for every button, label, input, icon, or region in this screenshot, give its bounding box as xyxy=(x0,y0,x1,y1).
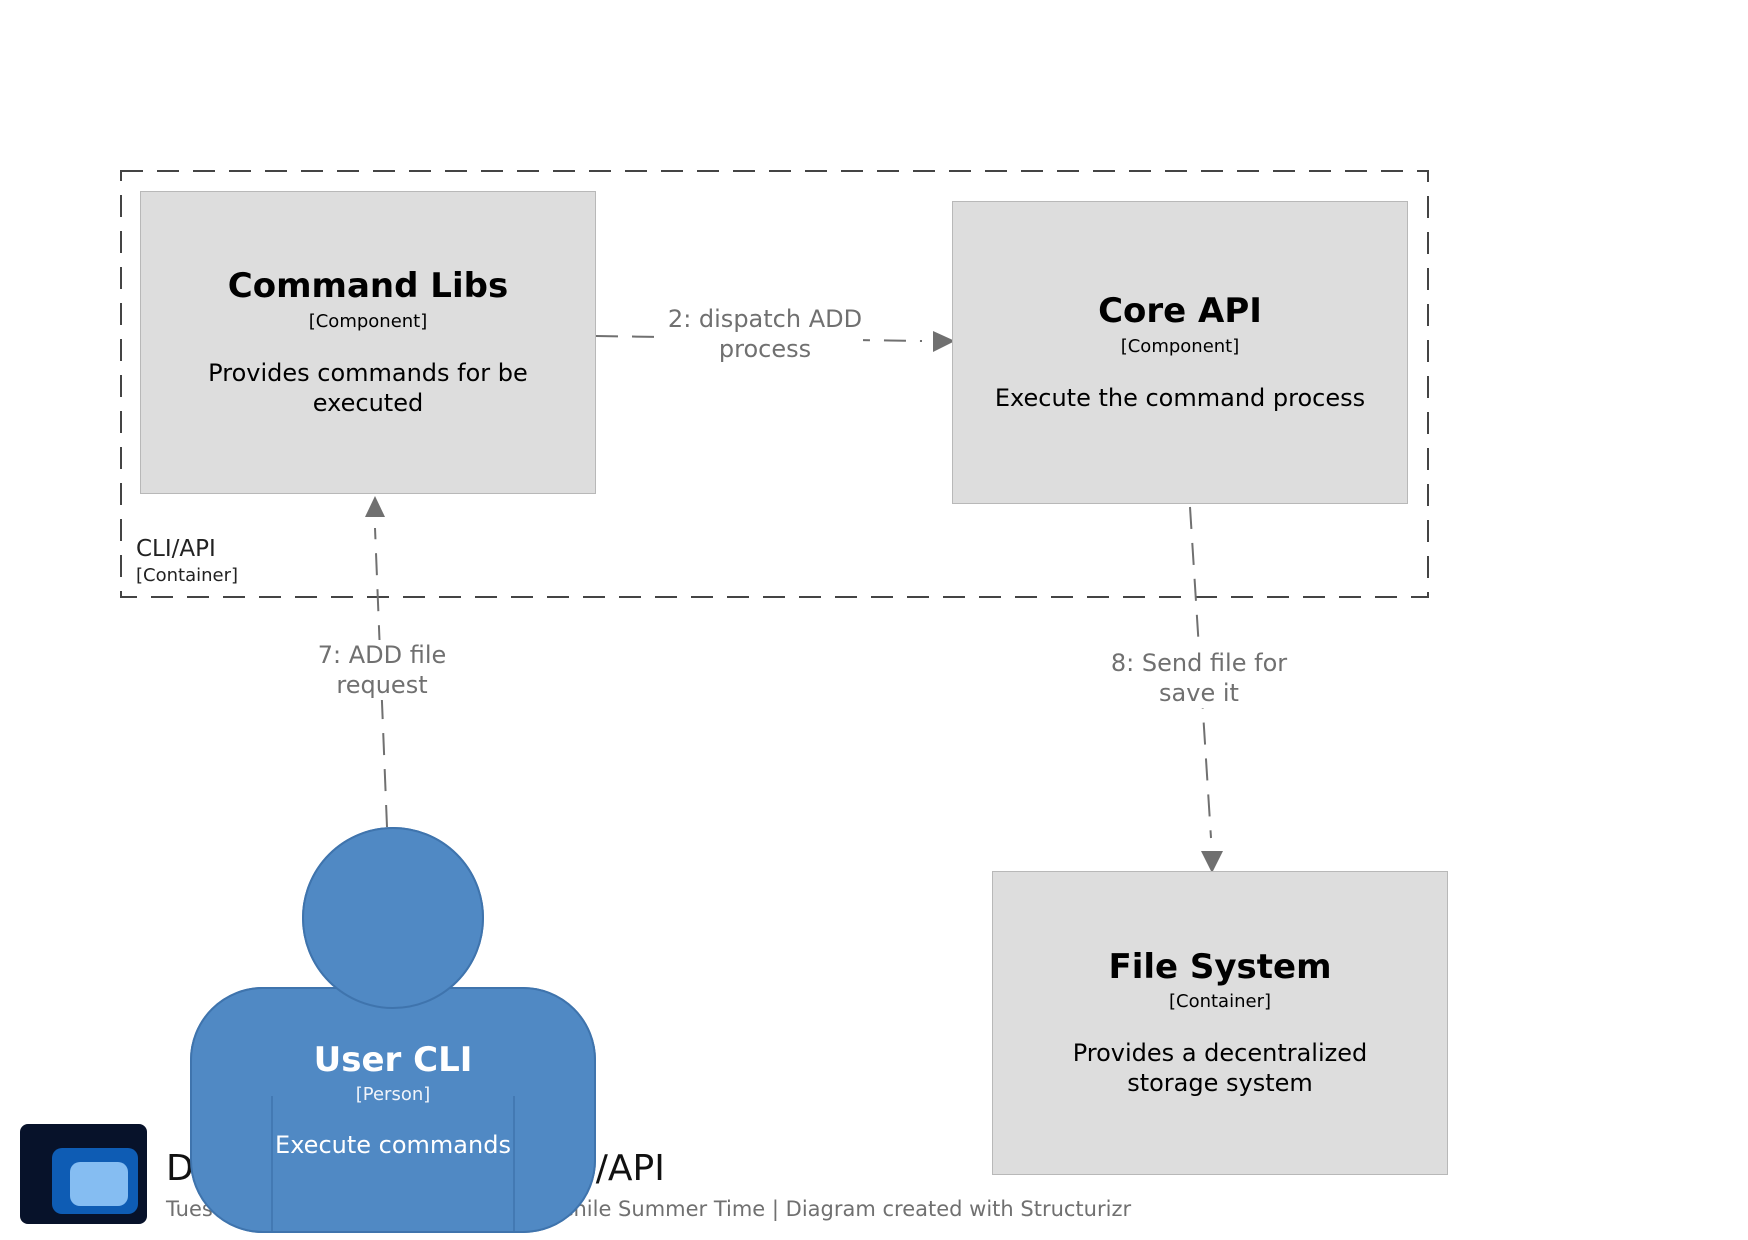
diagram-title-left: D xyxy=(166,1148,194,1189)
boundary-type: [Container] xyxy=(136,565,239,586)
file-system-description: Provides a decentralized storage system xyxy=(1072,1039,1368,1098)
core-api-name: Core API xyxy=(1098,291,1262,332)
core-api-type: [Component] xyxy=(1120,335,1240,357)
core-api-component[interactable]: Core API [Component] Execute the command… xyxy=(952,201,1408,504)
command-libs-component[interactable]: Command Libs [Component] Provides comman… xyxy=(140,191,596,494)
user-cli-person[interactable]: User CLI [Person] Execute commands xyxy=(191,1040,595,1159)
core-api-description: Execute the command process xyxy=(994,383,1366,412)
command-libs-name: Command Libs xyxy=(227,266,509,307)
boundary-name: CLI/API xyxy=(136,536,216,562)
file-system-type: [Container] xyxy=(1168,991,1271,1013)
command-libs-description: Provides commands for be executed xyxy=(208,358,528,417)
command-libs-type: [Component] xyxy=(308,310,428,332)
file-system-name: File System xyxy=(1108,946,1332,987)
diagram-meta-right: Chile Summer Time | Diagram created with… xyxy=(558,1197,1132,1221)
file-system-container[interactable]: File System [Container] Provides a decen… xyxy=(992,871,1448,1175)
edge-label-add-file-request: 7: ADD file request xyxy=(302,640,462,700)
edge-label-send-file: 8: Send file for save it xyxy=(1106,648,1292,708)
diagram-title: D/API xyxy=(166,1148,665,1189)
edge-label-dispatch-add: 2: dispatch ADD process xyxy=(667,304,863,364)
diagram-title-right: /API xyxy=(595,1148,665,1189)
user-cli-person-body xyxy=(190,827,596,1233)
structurizr-logo-icon xyxy=(20,1124,147,1224)
user-cli-description: Execute commands xyxy=(275,1131,511,1159)
user-cli-type: [Person] xyxy=(355,1084,431,1105)
user-cli-name: User CLI xyxy=(313,1040,473,1080)
cli-api-boundary xyxy=(120,170,1429,598)
